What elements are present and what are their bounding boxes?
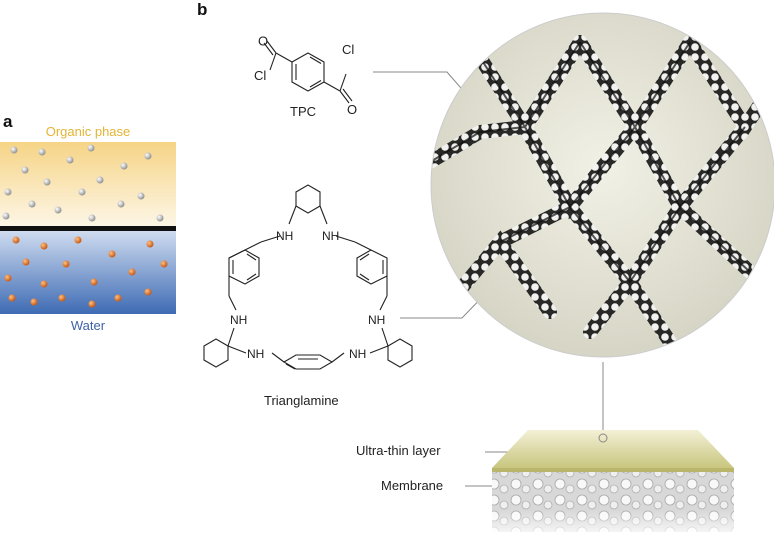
phase-boundary xyxy=(0,226,176,231)
panel-b-letter: b xyxy=(197,0,208,19)
trianglamine-nh-bottom-left: NH xyxy=(247,347,264,361)
aqueous-molecules xyxy=(4,236,168,308)
trianglamine-nh-top-left: NH xyxy=(276,229,293,243)
tpc-atom-o-right: O xyxy=(347,102,357,117)
panel-a-letter: a xyxy=(3,112,13,131)
trianglamine-nh-mid-right: NH xyxy=(368,313,385,327)
tpc-atom-cl-right: Cl xyxy=(342,42,354,57)
membrane-block xyxy=(492,430,734,540)
tpc-atom-cl-left: Cl xyxy=(254,68,266,83)
water-phase-label: Water xyxy=(70,318,106,333)
ultra-thin-layer-top xyxy=(492,430,734,468)
organic-phase-label: Organic phase xyxy=(45,124,131,139)
trianglamine-nh-top-right: NH xyxy=(322,229,339,243)
tpc-atom-o-left: O xyxy=(258,36,268,48)
trianglamine-structure: NH NH NH NH NH NH xyxy=(203,184,413,370)
ultra-thin-layer-edge xyxy=(492,468,734,472)
biphasic-interface-diagram xyxy=(0,142,176,314)
membrane-label: Membrane xyxy=(381,478,444,493)
tpc-label: TPC xyxy=(290,104,316,119)
ultra-thin-layer-label: Ultra-thin layer xyxy=(356,443,441,458)
organic-molecules xyxy=(2,144,164,222)
trianglamine-label: Trianglamine xyxy=(264,393,339,408)
trianglamine-nh-mid-left: NH xyxy=(230,313,247,327)
crystal-micrograph-circle xyxy=(430,12,774,358)
trianglamine-nh-bottom-right: NH xyxy=(349,347,366,361)
tpc-structure: O Cl Cl O xyxy=(254,36,357,117)
